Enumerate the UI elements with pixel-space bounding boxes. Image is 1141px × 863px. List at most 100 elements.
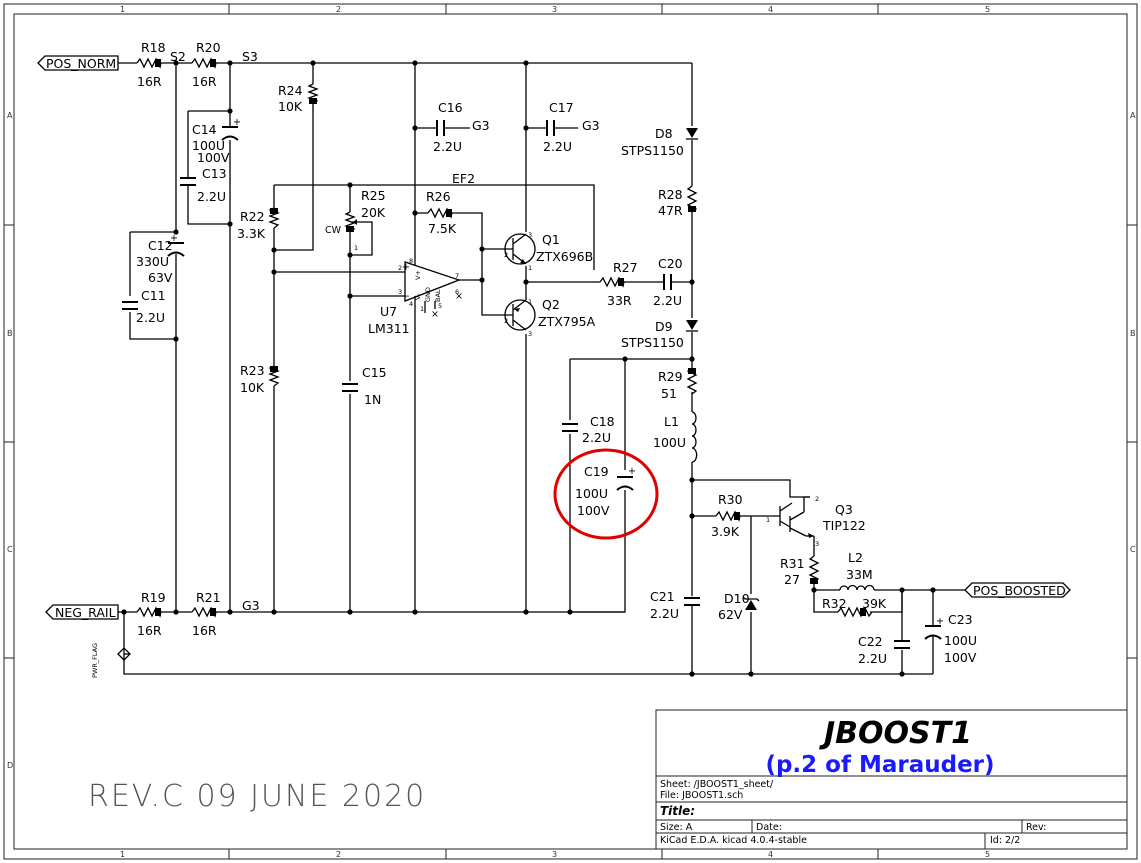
resistor-r32[interactable]: R32 39K (822, 596, 887, 618)
opamp-u7[interactable]: 2 3 7 8 4 1 5 6 V+ V- GND BAL + − × × U7… (368, 256, 463, 336)
pwr-flag[interactable]: PWR_FLAG (91, 643, 131, 678)
capacitor-c21[interactable]: C21 2.2U (650, 589, 700, 621)
net-g3-c17: G3 (582, 118, 600, 133)
svg-text:C21: C21 (650, 589, 675, 604)
capacitor-c22[interactable]: C22 2.2U (858, 634, 910, 666)
svg-text:C23: C23 (948, 612, 973, 627)
zener-diode-d10[interactable]: D10 62V (718, 591, 760, 622)
net-label-pos-boosted[interactable]: POS_BOOSTED (964, 582, 1071, 598)
svg-text:R26: R26 (426, 189, 451, 204)
capacitor-c17[interactable]: C17 2.2U (543, 100, 574, 154)
svg-text:R19: R19 (141, 590, 166, 605)
svg-text:C14: C14 (192, 122, 217, 137)
svg-text:+: + (628, 466, 636, 477)
resistor-r26[interactable]: R26 7.5K (426, 189, 457, 236)
capacitor-c20[interactable]: C20 2.2U (653, 256, 683, 308)
svg-text:BAL: BAL (434, 289, 442, 302)
svg-text:C20: C20 (658, 256, 683, 271)
svg-text:2: 2 (815, 495, 819, 503)
net-g3-c16: G3 (472, 118, 490, 133)
resistor-r30[interactable]: R30 3.9K (711, 492, 743, 539)
resistor-r24[interactable]: R24 10K (278, 83, 319, 114)
diode-d9[interactable]: D9 STPS1150 (621, 319, 698, 350)
capacitor-c18[interactable]: C18 2.2U (562, 414, 615, 445)
resistor-r28[interactable]: R28 47R (658, 185, 698, 218)
svg-text:1: 1 (420, 305, 424, 313)
svg-text:20K: 20K (361, 205, 386, 220)
file-name: File: JBOOST1.sch (660, 790, 743, 801)
resistor-r23[interactable]: R23 10K (240, 363, 280, 395)
inductor-l1[interactable]: L1 100U (653, 411, 698, 463)
capacitor-c12[interactable]: + C12 330U 63V (136, 233, 185, 285)
junctions (121, 60, 936, 677)
svg-text:POS_NORM: POS_NORM (46, 56, 116, 71)
resistor-r18[interactable]: R18 16R (136, 40, 166, 89)
border-col-2-bottom: 2 (336, 850, 341, 859)
svg-text:R20: R20 (196, 40, 221, 55)
svg-text:1: 1 (354, 244, 358, 252)
svg-text:16R: 16R (137, 623, 162, 638)
transistor-q2[interactable]: 2 1 3 Q2 ZTX795A (504, 297, 596, 338)
svg-text:100V: 100V (197, 150, 230, 165)
border-col-5: 5 (985, 5, 990, 14)
svg-text:Q3: Q3 (835, 502, 853, 517)
resistor-r29[interactable]: R29 51 (658, 367, 698, 401)
sheet-id: Id: 2/2 (990, 835, 1020, 846)
svg-text:100V: 100V (944, 650, 977, 665)
svg-text:63V: 63V (148, 270, 173, 285)
resistor-r22[interactable]: R22 3.3K (237, 207, 280, 241)
darlington-q3[interactable]: 1 2 3 Q3 TIP122 (766, 495, 866, 548)
svg-text:R29: R29 (658, 369, 683, 384)
resistor-r31[interactable]: R31 27 (780, 555, 820, 587)
svg-text:5: 5 (438, 302, 442, 310)
net-label-neg-rail[interactable]: NEG_RAIL (45, 604, 119, 620)
potentiometer-r25[interactable]: R25 20K CW 1 (325, 188, 386, 252)
capacitor-c14[interactable]: + C14 100U 100V (192, 117, 241, 165)
svg-text:C22: C22 (858, 634, 883, 649)
sheet-title: JBOOST1 (819, 716, 972, 751)
resistor-r27[interactable]: R27 33R (599, 260, 638, 308)
svg-text:TIP122: TIP122 (822, 518, 866, 533)
svg-text:1: 1 (528, 264, 532, 272)
svg-text:L1: L1 (664, 414, 679, 429)
svg-text:D9: D9 (655, 319, 673, 334)
svg-text:2.2U: 2.2U (858, 651, 887, 666)
capacitor-c16[interactable]: C16 2.2U (433, 100, 463, 154)
svg-text:C12: C12 (148, 238, 173, 253)
svg-text:47R: 47R (658, 203, 683, 218)
svg-text:STPS1150: STPS1150 (621, 143, 684, 158)
net-label-pos-norm[interactable]: POS_NORM (37, 55, 119, 71)
svg-text:27: 27 (784, 572, 800, 587)
resistor-r19[interactable]: R19 16R (136, 590, 166, 638)
svg-text:STPS1150: STPS1150 (621, 335, 684, 350)
svg-text:LM311: LM311 (368, 321, 410, 336)
svg-text:R31: R31 (780, 556, 805, 571)
capacitor-c11[interactable]: C11 2.2U (122, 288, 166, 325)
svg-text:+: + (233, 117, 241, 128)
capacitor-c13[interactable]: C13 2.2U (180, 166, 227, 204)
date-field: Date: (756, 822, 782, 833)
svg-text:R25: R25 (361, 188, 386, 203)
diode-d8[interactable]: D8 STPS1150 (621, 126, 698, 158)
svg-text:R30: R30 (718, 492, 743, 507)
svg-text:PWR_FLAG: PWR_FLAG (91, 643, 99, 678)
svg-text:V-: V- (414, 293, 422, 300)
transistor-q1[interactable]: 2 3 1 Q1 ZTX696B (504, 231, 593, 272)
resistor-r20[interactable]: R20 16R (191, 40, 221, 89)
capacitor-c19[interactable]: + C19 100U 100V (575, 464, 636, 518)
border-row-c-right: C (1130, 545, 1136, 554)
capacitor-c23[interactable]: + C23 100U 100V (924, 612, 977, 665)
border-col-5-bottom: 5 (985, 850, 990, 859)
inductor-l2[interactable]: L2 33M (839, 550, 875, 591)
svg-text:R28: R28 (658, 187, 683, 202)
svg-text:16R: 16R (137, 74, 162, 89)
svg-text:R32: R32 (822, 596, 847, 611)
sheet-subtitle: (p.2 of Marauder) (765, 752, 994, 778)
svg-text:C19: C19 (584, 464, 609, 479)
svg-text:D10: D10 (724, 591, 750, 606)
svg-text:+: + (170, 233, 178, 244)
resistor-r21[interactable]: R21 16R (191, 590, 221, 638)
capacitor-c15[interactable]: C15 1N (342, 365, 387, 407)
svg-text:39K: 39K (862, 596, 887, 611)
svg-text:3: 3 (398, 288, 402, 296)
